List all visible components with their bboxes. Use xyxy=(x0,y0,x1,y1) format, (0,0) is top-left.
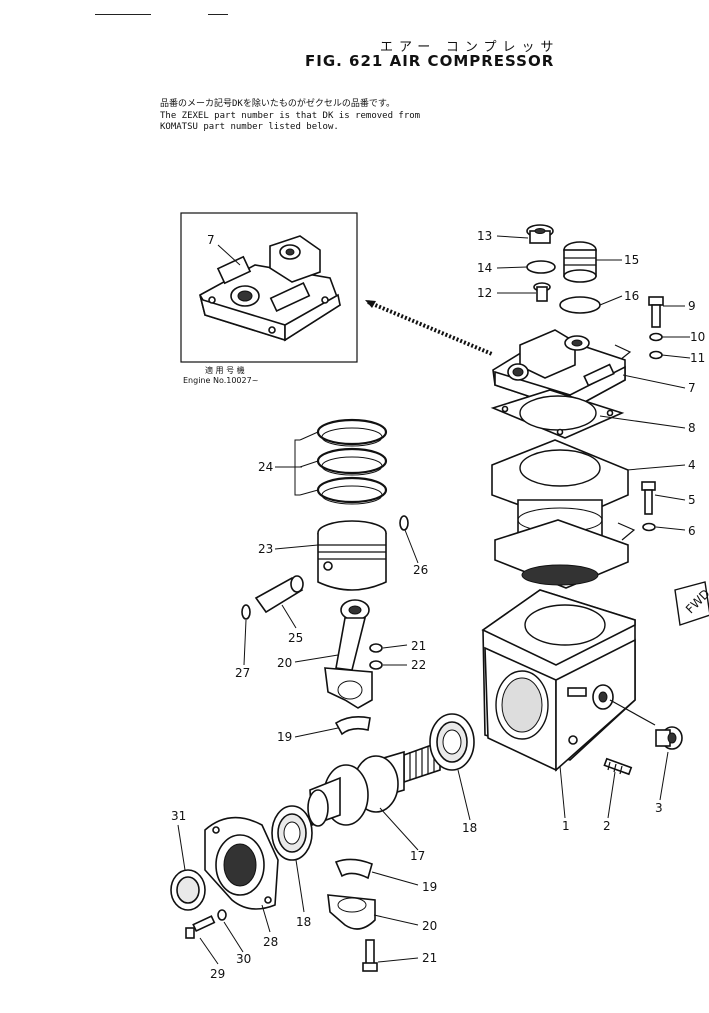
callout-16: 16 xyxy=(624,289,639,303)
part-17-crankshaft xyxy=(307,740,441,827)
callout-labels: 7 13 14 12 15 16 9 10 11 7 8 4 5 6 24 23… xyxy=(171,229,705,981)
callout-14: 14 xyxy=(477,261,492,275)
part-5-bolt xyxy=(641,481,656,515)
inset-cylinder-head xyxy=(199,235,341,342)
callout-12: 12 xyxy=(477,286,492,300)
fwd-direction-badge: FWD xyxy=(674,581,709,626)
callout-22: 21 xyxy=(411,639,426,653)
callout-31: 31 xyxy=(171,809,186,823)
callout-1: 1 xyxy=(562,819,570,833)
part-12-valve xyxy=(533,282,551,302)
callout-17: 17 xyxy=(410,849,425,863)
part-20-connecting-rod xyxy=(324,599,373,709)
callout-2: 2 xyxy=(603,819,611,833)
part-19-bearing-lower xyxy=(334,858,373,880)
part-28-cover xyxy=(204,816,279,910)
callout-3: 3 xyxy=(655,801,663,815)
header-rule-left xyxy=(95,14,151,15)
part-23-washer xyxy=(369,660,383,670)
callout-10: 10 xyxy=(690,330,705,344)
callout-7-inset: 7 xyxy=(207,233,215,247)
part-21-bolt xyxy=(362,939,378,972)
part-1-crankcase xyxy=(481,589,636,772)
callout-25: 24 xyxy=(258,460,273,474)
callout-24: 23 xyxy=(258,542,273,556)
callout-19-lower: 19 xyxy=(422,880,437,894)
part-27-clip-right xyxy=(399,515,409,531)
part-10-washer xyxy=(649,332,663,342)
part-30-washer xyxy=(217,909,227,921)
part-7-cylinder-head xyxy=(492,329,626,412)
callout-30: 30 xyxy=(236,952,251,966)
note-line-2: The ZEXEL part number is that DK is remo… xyxy=(160,111,421,121)
part-25-piston-rings xyxy=(316,418,388,505)
part-8-gasket xyxy=(490,389,625,439)
callout-5: 5 xyxy=(688,493,696,507)
callout-18-left: 18 xyxy=(296,915,311,929)
callout-28: 28 xyxy=(263,935,278,949)
note-line-1: 品番のメーカ記号DKを除いたものがゼクセルの品番です。 xyxy=(160,99,395,109)
part-13-plug xyxy=(526,224,554,244)
callout-20-cap: 20 xyxy=(422,919,437,933)
header-rule-right xyxy=(208,14,228,15)
part-15-fitting xyxy=(563,241,597,283)
callout-27-right: 26 xyxy=(413,563,428,577)
plug-leader xyxy=(609,699,656,726)
callout-11: 11 xyxy=(690,351,705,365)
inset-caption: Engine No.10027~ xyxy=(183,376,259,385)
bolt-group-bracket-top xyxy=(614,344,632,361)
callout-19-upper: 19 xyxy=(277,730,292,744)
part-31-seal xyxy=(170,869,206,911)
part-6-washer xyxy=(642,522,656,532)
part-18-bearing-right xyxy=(429,713,475,771)
callout-9: 9 xyxy=(688,299,696,313)
part-4-cylinder-block xyxy=(491,439,629,589)
callout-27-left: 27 xyxy=(235,666,250,680)
part-19-bearing-upper xyxy=(334,716,371,736)
callout-8: 8 xyxy=(688,421,696,435)
inset-caption-jp: 適 用 号 機 xyxy=(205,366,245,375)
callout-29: 29 xyxy=(210,967,225,981)
part-9-bolt xyxy=(648,296,664,328)
callout-20-rod: 20 xyxy=(277,656,292,670)
callout-6: 6 xyxy=(688,524,696,538)
part-22-nut xyxy=(369,643,383,653)
callout-13: 13 xyxy=(477,229,492,243)
note-line-3: KOMATSU part number listed below. xyxy=(160,122,339,132)
callout-21: 21 xyxy=(422,951,437,965)
inset-leader xyxy=(367,300,493,356)
part-26-piston-pin xyxy=(254,575,304,614)
japanese-title: エアー コンプレッサ xyxy=(380,39,560,54)
callout-23: 22 xyxy=(411,658,426,672)
inset-frame xyxy=(180,212,358,363)
part-3-plug xyxy=(655,726,683,750)
part-11-washer xyxy=(649,350,663,360)
part-16-gasket xyxy=(559,296,601,314)
bolt-group-bracket-mid xyxy=(617,522,636,541)
callout-7: 7 xyxy=(688,381,696,395)
leader-lines xyxy=(177,235,691,965)
callout-15: 15 xyxy=(624,253,639,267)
part-14-washer xyxy=(526,260,556,274)
part-29-bolt xyxy=(185,915,216,939)
callout-4: 4 xyxy=(688,458,696,472)
part-20-rod-cap xyxy=(327,894,376,930)
callout-26: 25 xyxy=(288,631,303,645)
part-24-piston xyxy=(317,520,387,591)
figure-title: FIG. 621 AIR COMPRESSOR xyxy=(305,52,555,70)
inset-leader-arrow xyxy=(365,300,376,308)
part-27-clip-left xyxy=(241,604,251,620)
part-2-stud xyxy=(603,757,633,776)
part-18-bearing-left xyxy=(271,805,313,861)
callout-18-right: 18 xyxy=(462,821,477,835)
